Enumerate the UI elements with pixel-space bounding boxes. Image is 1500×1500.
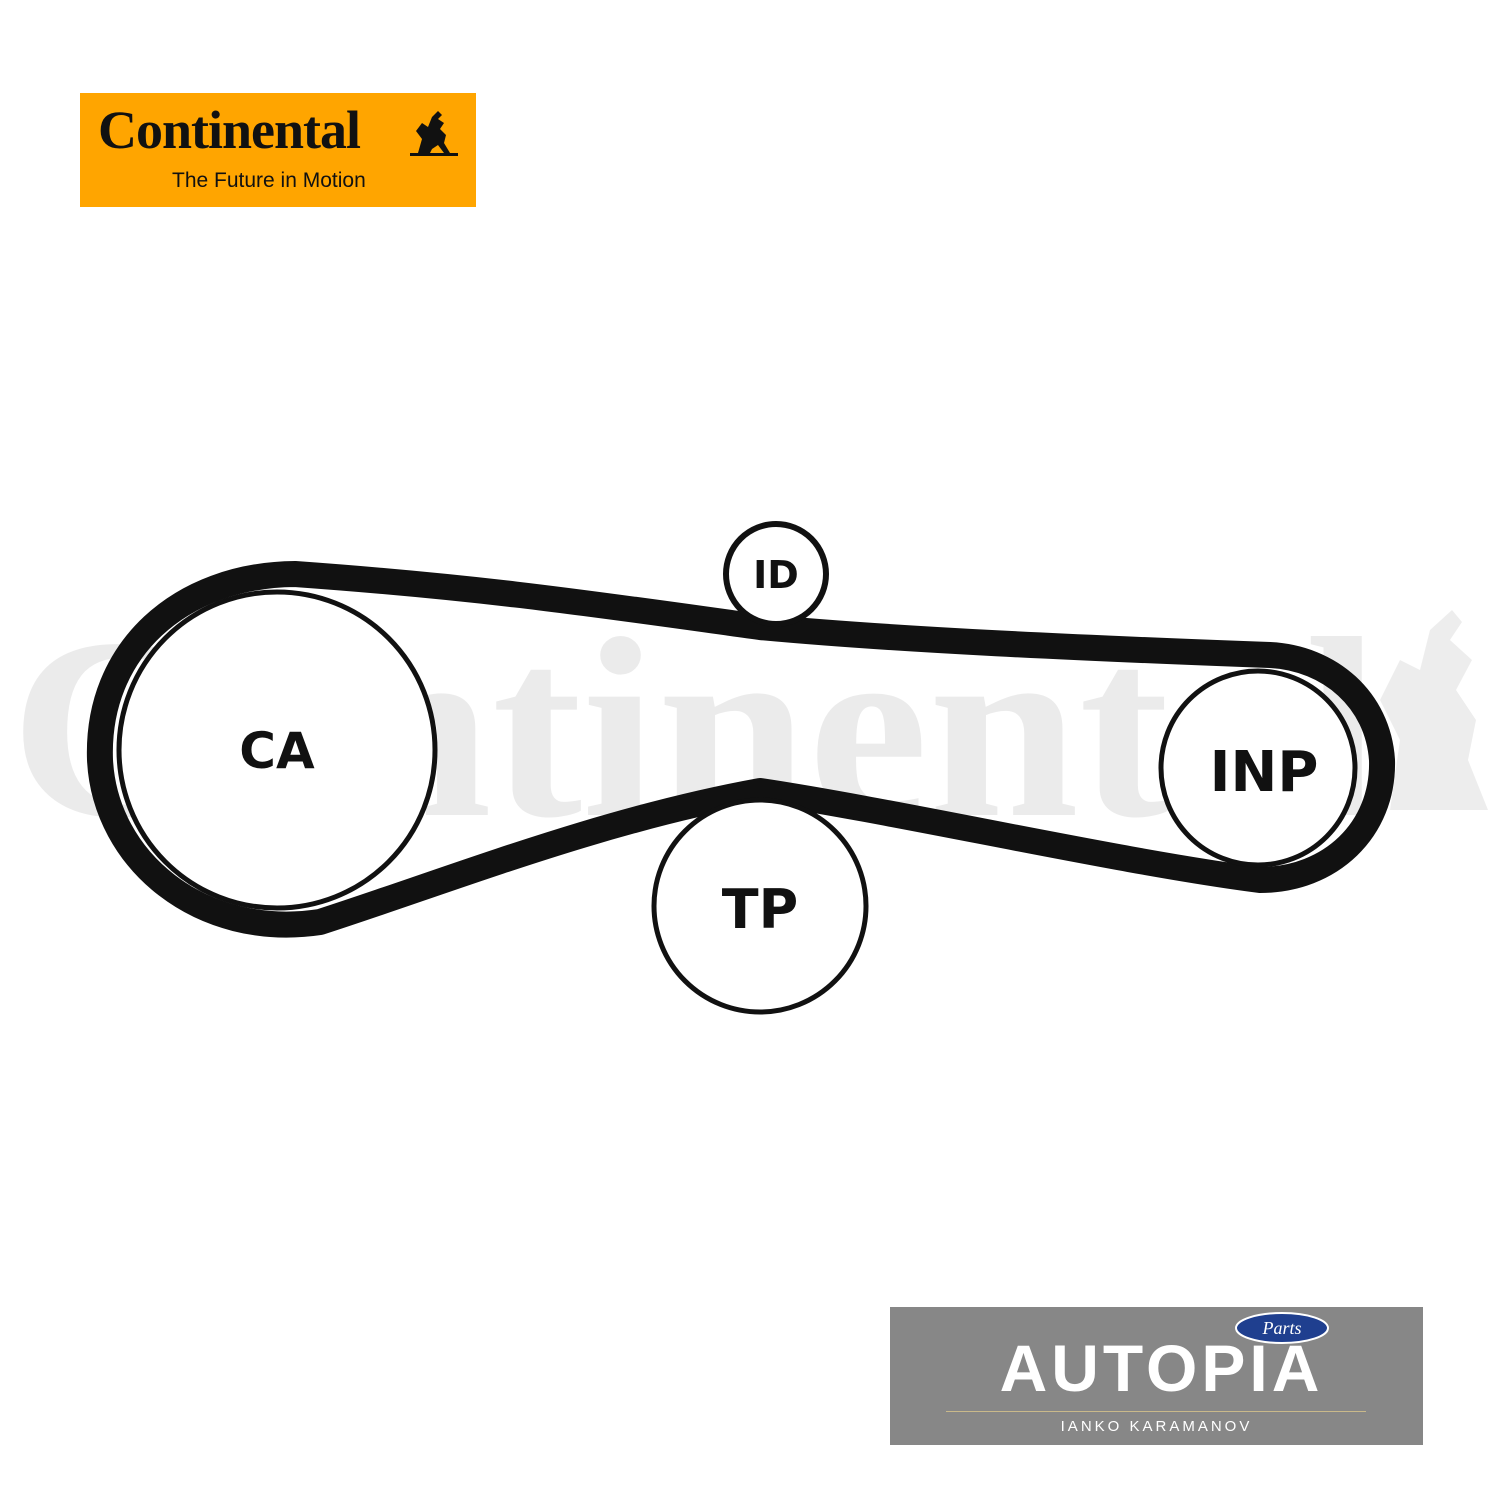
autopia-logo-brand: AUTOPIA	[999, 1331, 1324, 1405]
continental-logo: Continental The Future in Motion	[80, 93, 476, 207]
continental-logo-brand: Continental	[98, 100, 361, 160]
parts-badge-text: Parts	[1261, 1318, 1301, 1338]
pulley-ca: CA	[116, 589, 438, 911]
rearing-horse-icon	[410, 111, 458, 156]
continental-logo-tagline: The Future in Motion	[172, 169, 366, 192]
autopia-logo: Parts AUTOPIA IANKO KARAMANOV	[890, 1307, 1423, 1445]
autopia-logo-subtitle: IANKO KARAMANOV	[1060, 1418, 1253, 1435]
pulley-tp: TP	[651, 797, 869, 1015]
pulley-tp-label: TP	[722, 878, 798, 941]
watermark-horse-icon	[1380, 610, 1488, 810]
pulley-inp: INP	[1158, 668, 1358, 868]
pulley-inp-label: INP	[1210, 740, 1319, 805]
autopia-logo-divider	[946, 1411, 1366, 1412]
pulley-ca-label: CA	[239, 722, 315, 780]
timing-belt	[86, 561, 1396, 938]
pulley-id-label: ID	[753, 553, 799, 597]
parts-badge-icon: Parts	[1235, 1312, 1329, 1344]
pulley-id: ID	[723, 521, 829, 627]
